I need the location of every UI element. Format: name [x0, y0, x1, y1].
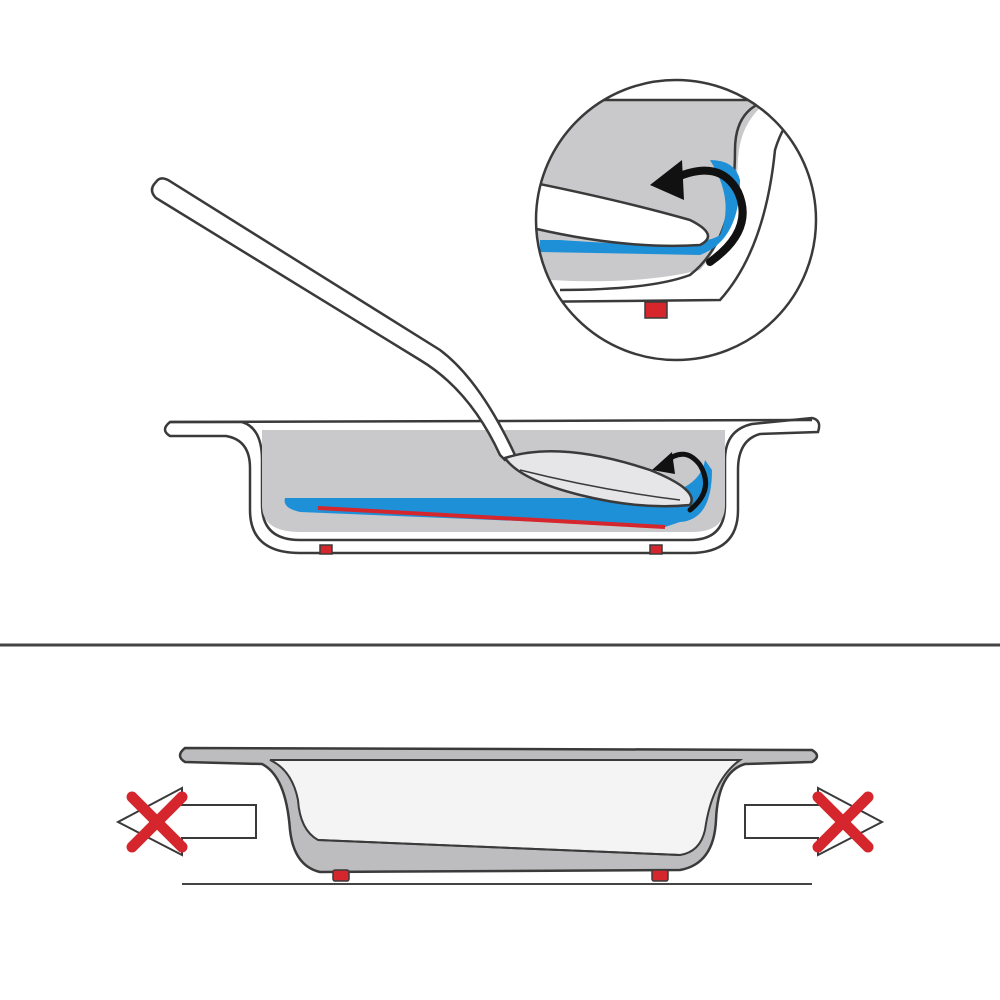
right-red-x-icon	[812, 791, 874, 853]
left-red-x-icon	[126, 791, 188, 853]
sloped-bottom	[317, 839, 681, 856]
right-foot	[649, 544, 663, 555]
zoom-circle	[534, 78, 818, 362]
sloped-base-line	[317, 506, 666, 529]
bowl-interior-white	[269, 759, 744, 857]
bowl-outer	[163, 416, 821, 555]
circular-arrow-icon	[652, 451, 709, 513]
level-bowl-scene	[115, 746, 885, 885]
left-foot	[319, 544, 333, 555]
tilted-bowl-scene	[150, 177, 821, 555]
bottom-right-foot	[651, 869, 669, 882]
bottom-left-foot	[332, 869, 350, 882]
ladle-icon	[150, 177, 693, 508]
